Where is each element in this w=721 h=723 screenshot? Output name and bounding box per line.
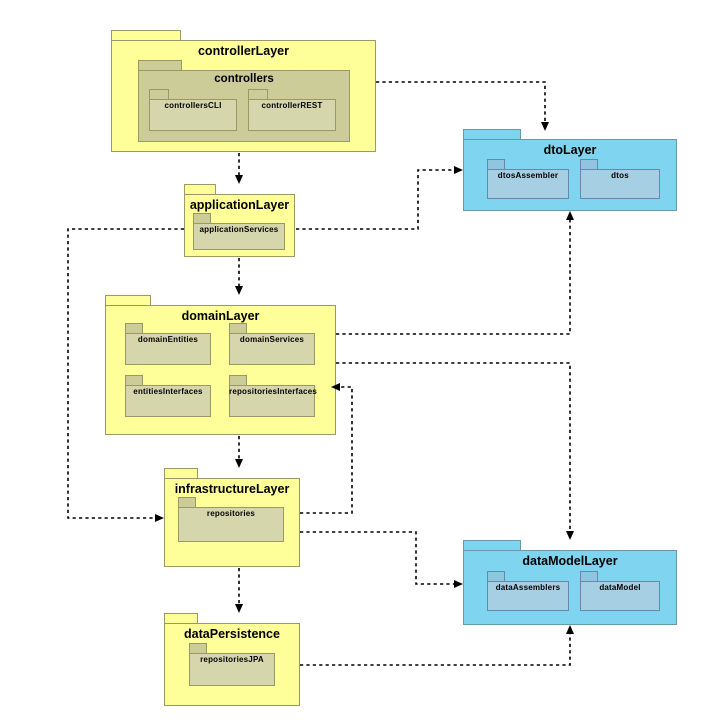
- package-data-persistence[interactable]: dataPersistence repositoriesJPA: [164, 613, 300, 706]
- package-tab: [580, 159, 598, 169]
- package-title-dtos: dtos: [611, 171, 629, 180]
- package-tab: [248, 89, 268, 99]
- package-domain-layer[interactable]: domainLayer domainEntities domainService…: [105, 295, 336, 435]
- edge-application-layer-to-domain-layer: [235, 258, 243, 295]
- package-data-model[interactable]: dataModel: [580, 571, 660, 611]
- package-dto-layer[interactable]: dtoLayer dtosAssembler dtos: [463, 129, 677, 211]
- package-tab: [189, 643, 207, 653]
- package-tab: [125, 375, 143, 385]
- package-infrastructure-layer[interactable]: infrastructureLayer repositories: [164, 468, 300, 567]
- package-tab: [487, 571, 505, 581]
- package-controller-rest[interactable]: controllerREST: [248, 89, 336, 131]
- package-tab: [193, 213, 211, 223]
- edge-controllers-to-dto-layer: [376, 81, 549, 131]
- edge-application-services-to-dtos-assembler: [296, 166, 463, 230]
- package-body: [229, 333, 315, 365]
- package-tab: [138, 60, 182, 70]
- package-title-data-assemblers: dataAssemblers: [495, 583, 561, 592]
- package-repositories-jpa[interactable]: repositoriesJPA: [189, 643, 275, 686]
- package-controllers[interactable]: controllers controllersCLI controllerRES…: [138, 60, 350, 142]
- package-domain-services[interactable]: domainServices: [229, 323, 315, 365]
- package-body: [580, 169, 660, 199]
- package-tab: [105, 295, 151, 305]
- package-tab: [111, 30, 181, 40]
- package-data-assemblers[interactable]: dataAssemblers: [487, 571, 569, 611]
- package-application-layer[interactable]: applicationLayer applicationServices: [184, 184, 295, 257]
- package-data-model-layer[interactable]: dataModelLayer dataAssemblers dataModel: [463, 540, 677, 625]
- edge-repositories-to-data-assemblers: [300, 531, 463, 588]
- package-title-application-services: applicationServices: [199, 225, 279, 234]
- package-body: [178, 507, 284, 542]
- package-title-entities-interfaces: entitiesInterfaces: [133, 387, 203, 396]
- package-tab: [580, 571, 598, 581]
- package-body: [580, 581, 660, 611]
- package-body: [189, 653, 275, 686]
- edge-domain-layer-to-infrastructure-layer: [235, 436, 243, 468]
- package-tab: [178, 497, 196, 507]
- package-title-controller-layer: controllerLayer: [197, 44, 289, 58]
- package-body: [487, 581, 569, 611]
- package-tab: [125, 323, 143, 333]
- package-repositories[interactable]: repositories: [178, 497, 284, 542]
- edge-controller-layer-to-application-layer: [235, 153, 243, 184]
- package-tab: [164, 468, 198, 478]
- package-controllers-cli[interactable]: controllersCLI: [149, 89, 237, 131]
- package-title-infrastructure-layer: infrastructureLayer: [174, 482, 290, 496]
- package-body: [149, 99, 237, 131]
- package-tab: [487, 159, 505, 169]
- package-title-domain-services: domainServices: [239, 335, 305, 344]
- package-title-repositories-interfaces: repositoriesInterfaces: [229, 387, 317, 396]
- package-tab: [463, 129, 521, 139]
- package-title-controllers-cli: controllersCLI: [164, 101, 222, 110]
- package-repositories-interfaces[interactable]: repositoriesInterfaces: [229, 375, 317, 417]
- package-title-data-model: dataModel: [599, 583, 641, 592]
- package-tab: [229, 375, 247, 385]
- edge-infrastructure-layer-to-data-persistence: [235, 568, 243, 613]
- package-title-dto-layer: dtoLayer: [543, 143, 597, 157]
- package-title-controller-rest: controllerREST: [261, 101, 323, 110]
- package-title-domain-entities: domainEntities: [137, 335, 199, 344]
- package-dtos[interactable]: dtos: [580, 159, 660, 199]
- edge-domain-services-to-dto-layer: [336, 211, 574, 335]
- package-title-controllers: controllers: [214, 73, 274, 85]
- package-tab: [229, 323, 247, 333]
- package-controller-layer[interactable]: controllerLayer controllers controllersC…: [111, 30, 376, 152]
- package-application-services[interactable]: applicationServices: [193, 213, 285, 250]
- package-tab: [149, 89, 169, 99]
- package-title-repositories: repositories: [206, 509, 256, 518]
- package-body: [193, 223, 285, 250]
- package-title-application-layer: applicationLayer: [189, 198, 290, 212]
- package-entities-interfaces[interactable]: entitiesInterfaces: [125, 375, 211, 417]
- edge-domain-layer-to-data-model-layer: [336, 362, 574, 540]
- package-tab: [463, 540, 521, 550]
- package-title-domain-layer: domainLayer: [181, 309, 260, 323]
- package-tab: [184, 184, 216, 194]
- package-title-data-persistence: dataPersistence: [184, 627, 280, 641]
- package-title-data-model-layer: dataModelLayer: [522, 554, 618, 568]
- package-title-dtos-assembler: dtosAssembler: [497, 171, 559, 180]
- package-dtos-assembler[interactable]: dtosAssembler: [487, 159, 569, 199]
- package-title-repositories-jpa: repositoriesJPA: [200, 655, 264, 664]
- edge-data-persistence-to-data-model-layer: [300, 625, 574, 666]
- package-body: [487, 169, 569, 199]
- package-domain-entities[interactable]: domainEntities: [125, 323, 211, 365]
- package-tab: [164, 613, 198, 623]
- package-body: [248, 99, 336, 131]
